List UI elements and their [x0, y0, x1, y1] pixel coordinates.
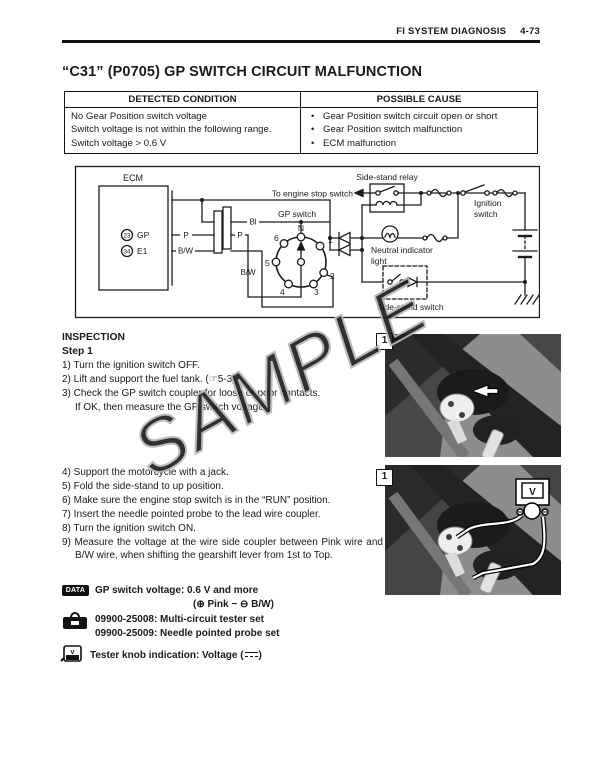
dc-voltage-icon	[244, 652, 258, 657]
page-header: FI SYSTEM DIAGNOSIS 4-73	[62, 26, 540, 37]
photo-voltage-measure: V	[385, 465, 561, 595]
voltmeter-icon: V	[515, 478, 550, 520]
wire-label-p-right: P	[237, 231, 242, 240]
inspection-heading: INSPECTION	[62, 332, 125, 343]
to-engine-stop-label: To engine stop switch	[272, 189, 354, 199]
inspection-step: 7) Insert the needle pointed probe to th…	[62, 508, 321, 520]
photo-coupler-check	[385, 334, 561, 457]
ecm-label: ECM	[123, 173, 143, 183]
wire-label-p-left: P	[183, 231, 188, 240]
ignition-switch-label-2: switch	[474, 209, 498, 219]
tester-knob-line: Tester knob indication: Voltage ()	[90, 650, 262, 661]
condition-line: No Gear Position switch voltage	[71, 111, 207, 122]
condition-line: Switch voltage > 0.6 V	[71, 137, 167, 149]
neutral-light-label-1: Neutral indicator	[371, 245, 433, 255]
detected-condition-cell: No Gear Position switch voltage Switch v…	[65, 108, 301, 154]
inspection-step: 3) Check the GP switch coupler for loose…	[62, 387, 321, 399]
gp-switch-label: GP switch	[278, 209, 316, 219]
inspection-step: 6) Make sure the engine stop switch is i…	[62, 494, 331, 506]
ecm-pin-gp-label: GP	[137, 230, 150, 240]
ignition-switch-label-1: Ignition	[474, 198, 502, 208]
inspection-step: 4) Support the motorcycle with a jack.	[62, 467, 229, 478]
photo-label-box: 1	[376, 333, 393, 350]
header-section: FI SYSTEM DIAGNOSIS	[396, 26, 507, 37]
gp-pos-1: 1	[328, 235, 333, 245]
detected-condition-header: DETECTED CONDITION	[65, 92, 301, 107]
inspection-step: 5) Fold the side-stand to up position.	[62, 480, 224, 492]
bullet: •	[311, 124, 315, 136]
header-page-number: 4-73	[520, 26, 540, 37]
data-spec-line1: GP switch voltage: 0.6 V and more	[95, 585, 259, 596]
toolbox-icon	[63, 612, 87, 629]
ecm-pin-e1-number: 34	[124, 249, 131, 256]
header-rule	[62, 40, 540, 43]
ecm-pin-gp-number: 23	[124, 233, 131, 240]
cause-line: •Gear Position switch malfunction	[311, 124, 463, 136]
data-badge: DATA	[62, 585, 89, 596]
inspection-step-continuation: If OK, then measure the GP switch voltag…	[75, 401, 267, 413]
gp-pos-3: 3	[314, 287, 319, 297]
wire-label-bl: Bl	[249, 218, 256, 227]
neutral-light-label-2: light	[371, 256, 387, 266]
possible-cause-header: POSSIBLE CAUSE	[376, 94, 462, 105]
data-spec-line2: (⊕ Pink − ⊖ B/W)	[193, 599, 274, 610]
callout-arrow-icon	[470, 384, 499, 398]
circuit-diagram: ECM 23 34 GP E1 P B/W Bl P B/W To engine…	[74, 165, 540, 319]
inspection-section-2: 4) Support the motorcycle with a jack. 5…	[62, 466, 383, 563]
tester-probe-wires	[455, 513, 547, 581]
photo-label-box: 1	[376, 469, 393, 486]
page-title: “C31” (P0705) GP SWITCH CIRCUIT MALFUNCT…	[62, 64, 423, 80]
inspection-step: 8) Turn the ignition switch ON.	[62, 522, 196, 534]
possible-cause-cell: •Gear Position switch circuit open or sh…	[301, 108, 537, 153]
table-body-row: No Gear Position switch voltage Switch v…	[65, 108, 537, 154]
condition-line: Switch voltage is not within the followi…	[71, 124, 272, 136]
gp-pos-n: N	[298, 223, 304, 233]
wire-label-bw-left: B/W	[178, 247, 194, 256]
diagnosis-table: DETECTED CONDITION POSSIBLE CAUSE No Gea…	[64, 91, 538, 155]
inspection-section: INSPECTION Step 1 1) Turn the ignition s…	[62, 331, 383, 414]
ecm-pin-e1-label: E1	[137, 246, 148, 256]
inspection-step: 2) Lift and support the fuel tank. (☞5-3…	[62, 373, 236, 385]
cause-line: •ECM malfunction	[311, 137, 397, 149]
gp-pos-5: 5	[265, 258, 270, 268]
side-stand-switch-label: Side-stand switch	[377, 302, 444, 312]
coupler-highlight	[439, 393, 475, 423]
inspection-step: 1) Turn the ignition switch OFF.	[62, 359, 200, 371]
tester-knob-icon: v	[60, 645, 82, 662]
inspection-step: 9) Measure the voltage at the wire side …	[62, 536, 383, 562]
ground-icon	[514, 294, 540, 305]
ecm-box	[98, 185, 169, 291]
wire-label-bw-right: B/W	[240, 268, 256, 277]
svg-text:v: v	[71, 649, 75, 656]
cause-line: •Gear Position switch circuit open or sh…	[311, 111, 498, 122]
gp-pos-4: 4	[280, 287, 285, 297]
bullet: •	[311, 137, 315, 149]
side-stand-relay-label: Side-stand relay	[356, 172, 418, 182]
diagram-border	[74, 165, 540, 319]
gp-pos-2: 2	[330, 271, 335, 281]
tool-line2: 09900-25009: Needle pointed probe set	[95, 628, 280, 639]
gp-pos-6: 6	[274, 233, 279, 243]
tool-line1: 09900-25008: Multi-circuit tester set	[95, 614, 264, 625]
table-header-row: DETECTED CONDITION POSSIBLE CAUSE	[65, 92, 537, 108]
step-heading: Step 1	[62, 345, 93, 357]
junction-dots	[200, 191, 527, 284]
svg-text:V: V	[529, 487, 536, 498]
bullet: •	[311, 111, 315, 122]
